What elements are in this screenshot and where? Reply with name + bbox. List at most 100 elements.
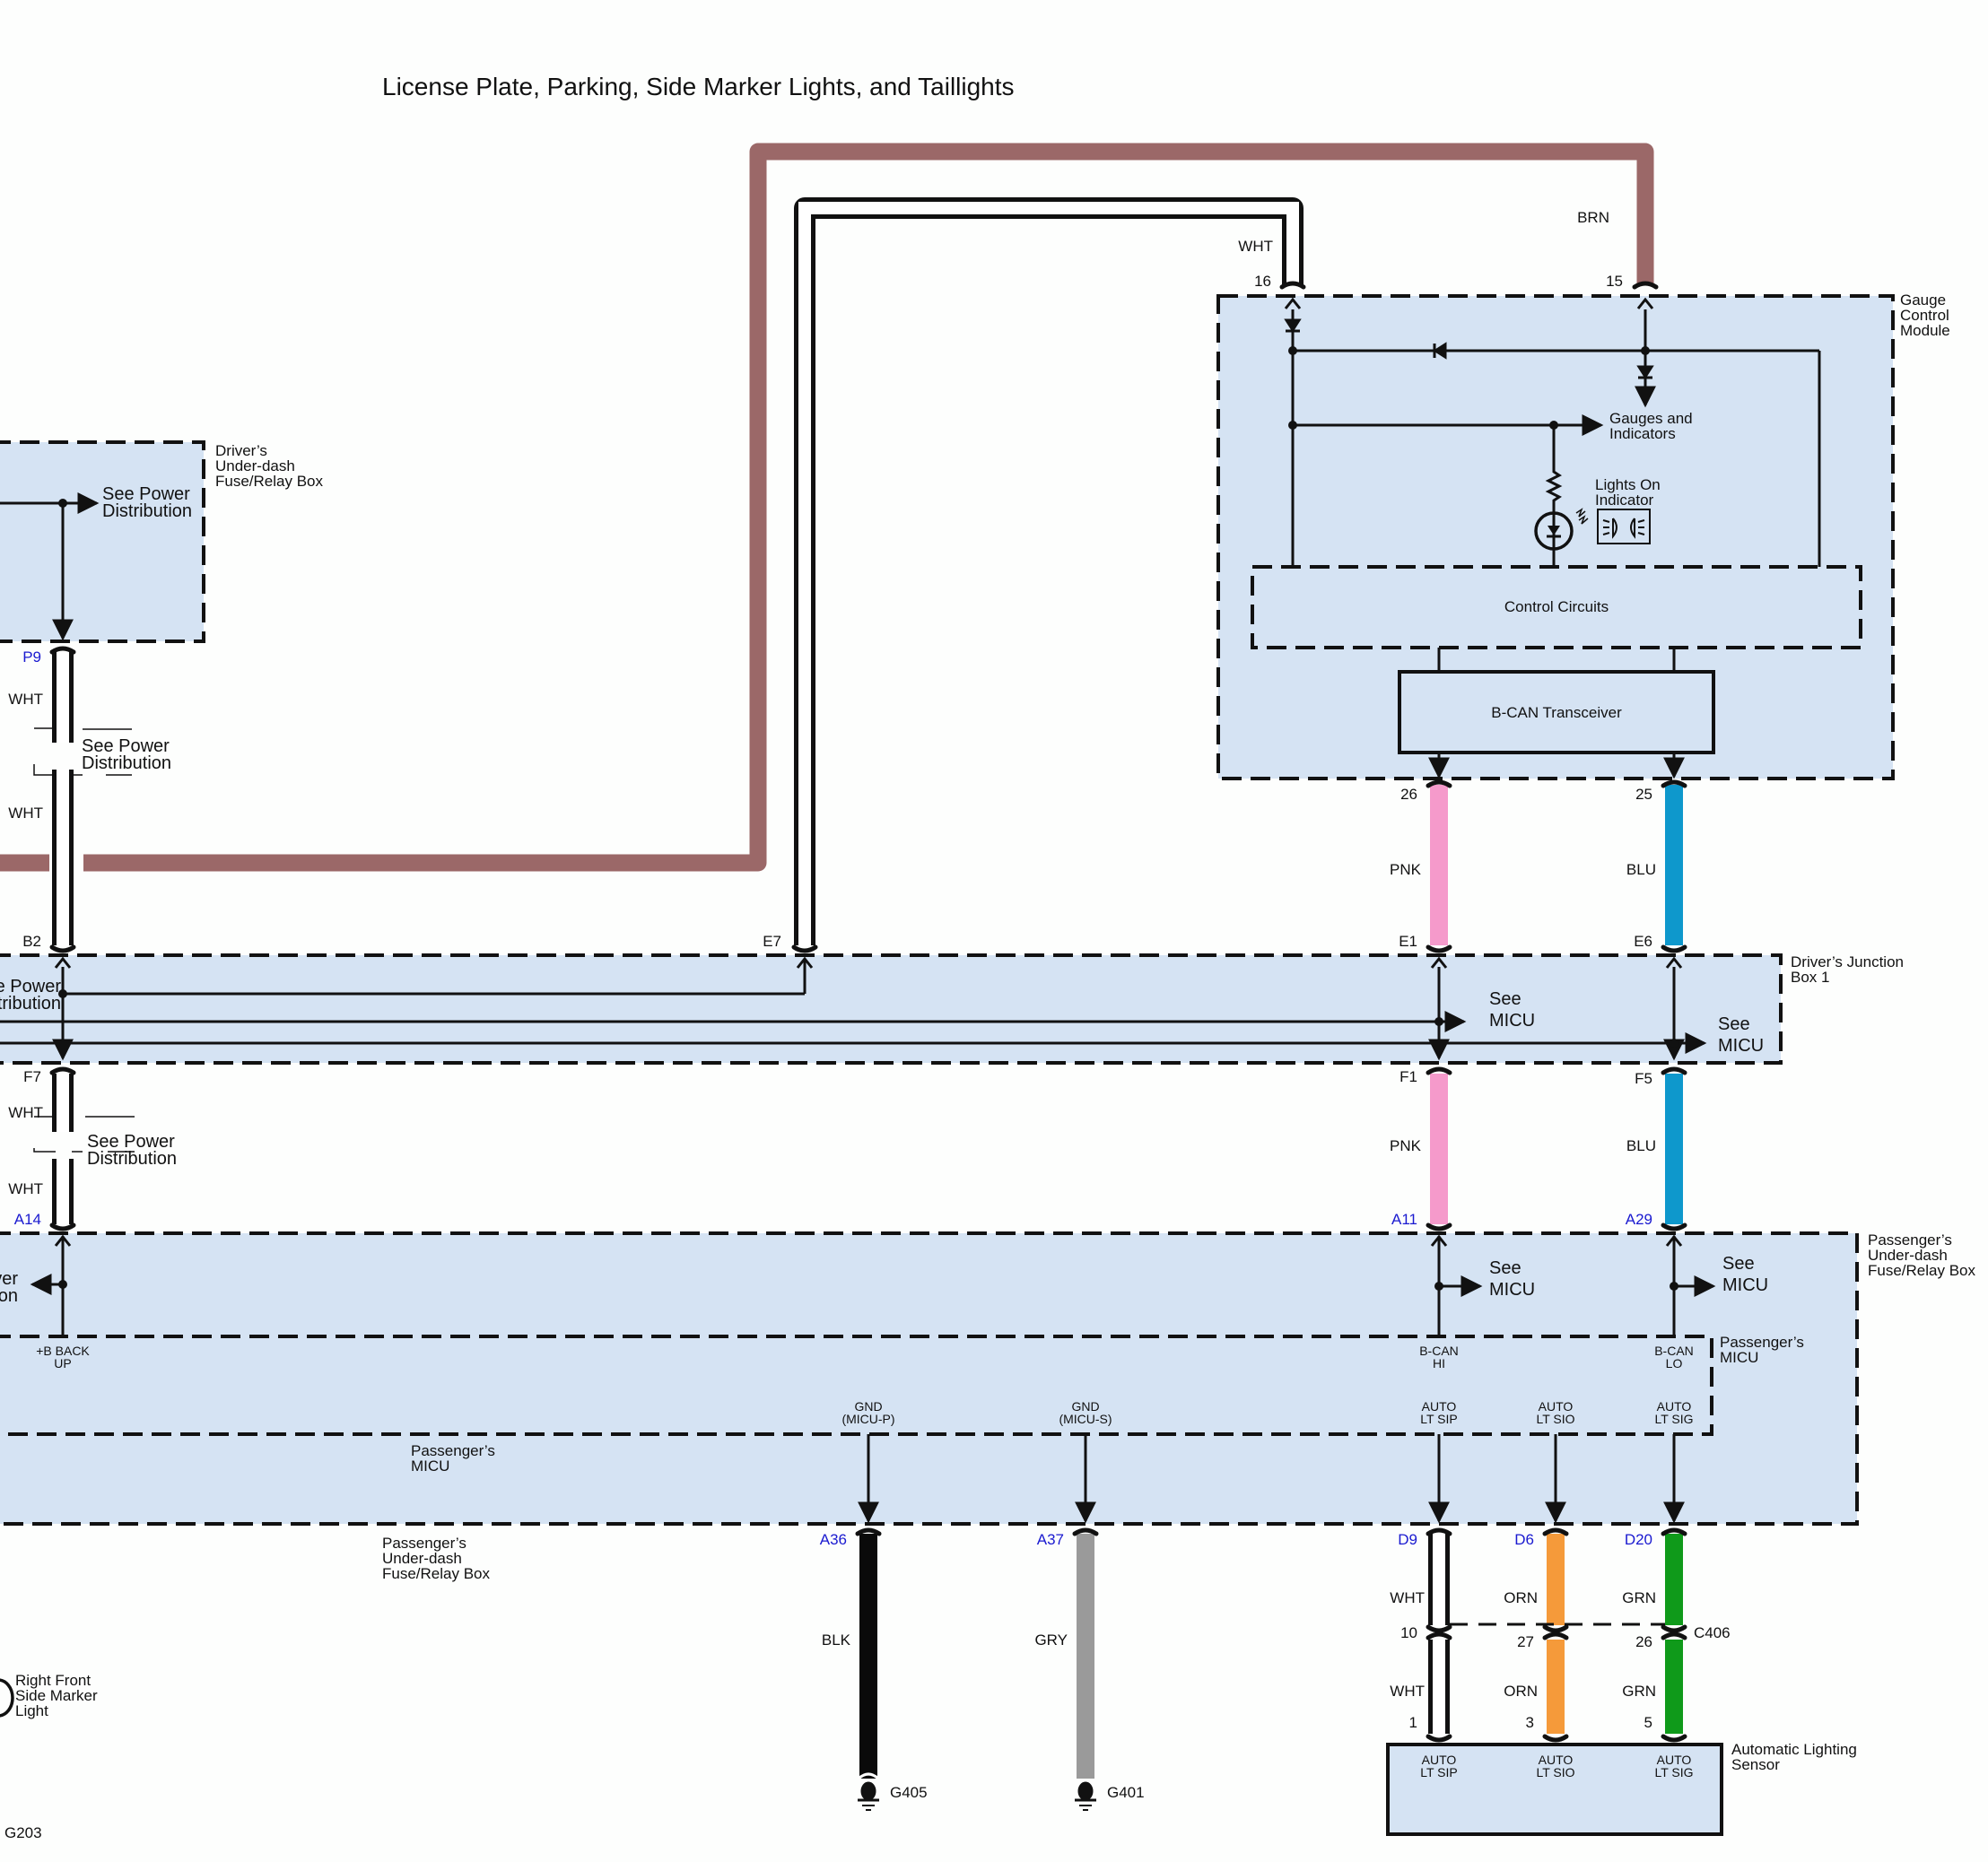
grn-wire-upper (1665, 1534, 1683, 1625)
passengers-micu-box (0, 1335, 1713, 1436)
svg-text:GRY: GRY (1034, 1631, 1068, 1649)
side-marker-bulb-icon (0, 1678, 14, 1718)
resistor-icon (1545, 466, 1563, 511)
ground-labels: G405 G401 G203 (4, 1784, 1145, 1841)
junction-dots (58, 346, 1678, 1291)
gry-wire (1077, 1534, 1094, 1779)
svg-text:PNK: PNK (1390, 1137, 1422, 1154)
wht-wire-e7-16-fill (798, 202, 1299, 945)
led-icon (1534, 508, 1589, 552)
svg-text:1: 1 (1409, 1714, 1417, 1731)
svg-text:ORN: ORN (1504, 1589, 1538, 1606)
svg-text:BLU: BLU (1626, 1137, 1656, 1154)
svg-text:F7: F7 (23, 1068, 41, 1085)
ground-icon-g401 (1075, 1781, 1096, 1811)
svg-text:B2: B2 (22, 933, 41, 950)
svg-text:5: 5 (1644, 1714, 1652, 1731)
c406-label: C406 (1694, 1624, 1731, 1641)
svg-text:WHT: WHT (8, 805, 43, 822)
svg-text:WHT: WHT (1238, 238, 1273, 255)
svg-text:A37: A37 (1037, 1531, 1064, 1548)
svg-text:verion: verion (0, 1269, 18, 1306)
svg-text:WHT: WHT (1390, 1683, 1425, 1700)
svg-text:E7: E7 (763, 933, 781, 950)
svg-text:GRN: GRN (1622, 1683, 1656, 1700)
open-arrowheads (54, 297, 1683, 1247)
svg-text:16: 16 (1254, 273, 1271, 290)
svg-text:10: 10 (1400, 1624, 1417, 1641)
svg-text:BRN: BRN (1577, 209, 1609, 226)
svg-text:G203: G203 (4, 1824, 42, 1841)
drivers-junction-box (0, 953, 1783, 1065)
svg-text:G401: G401 (1107, 1784, 1145, 1801)
svg-text:25: 25 (1635, 786, 1652, 803)
svg-text:G405: G405 (890, 1784, 928, 1801)
svg-text:3: 3 (1526, 1714, 1534, 1731)
passengers-underdash-box (0, 1231, 1859, 1526)
svg-text:WHT: WHT (8, 1104, 43, 1121)
blu-wire-lower (1665, 1074, 1683, 1224)
orn-wire-lower (1547, 1640, 1565, 1734)
svg-text:F5: F5 (1635, 1070, 1652, 1087)
svg-text:WHT: WHT (8, 1180, 43, 1197)
bcan-transceiver-box (1398, 670, 1715, 754)
grn-wire-lower (1665, 1640, 1683, 1734)
svg-text:15: 15 (1606, 273, 1623, 290)
svg-text:GRN: GRN (1622, 1589, 1656, 1606)
svg-text:D20: D20 (1625, 1531, 1652, 1548)
connector-caps (49, 281, 1687, 1743)
blk-wire (859, 1534, 877, 1779)
ground-icon-g405 (857, 1772, 880, 1811)
svg-text:BLU: BLU (1626, 861, 1656, 878)
svg-text:WHT: WHT (8, 691, 43, 708)
headlight-indicator-icon (1597, 509, 1651, 544)
drivers-underdash-box (0, 440, 205, 643)
svg-text:PNK: PNK (1390, 861, 1422, 878)
diagram-title: License Plate, Parking, Side Marker Ligh… (382, 73, 1015, 100)
pnk-wire-lower (1430, 1074, 1448, 1224)
svg-text:F1: F1 (1399, 1068, 1417, 1085)
splice-bracket-lower (33, 1116, 135, 1159)
control-circuits-box (1251, 565, 1862, 649)
svg-text:BLK: BLK (822, 1631, 851, 1649)
svg-text:26: 26 (1400, 786, 1417, 803)
splice-bracket-upper (33, 727, 132, 776)
svg-text:A36: A36 (820, 1531, 847, 1548)
orn-wire-upper (1547, 1534, 1565, 1625)
svg-text:E6: E6 (1634, 933, 1652, 950)
svg-text:A11: A11 (1391, 1211, 1417, 1228)
svg-text:GND(MICU-P): GND(MICU-P) (841, 1399, 894, 1426)
wire-color-labels: BRN WHT WHT WHT WHT WHT PNK BLU PNK BLU … (8, 209, 1656, 1700)
svg-text:26: 26 (1635, 1633, 1652, 1650)
bcan-transceiver-label: B-CAN Transceiver (1491, 704, 1622, 721)
svg-text:E1: E1 (1399, 933, 1417, 950)
